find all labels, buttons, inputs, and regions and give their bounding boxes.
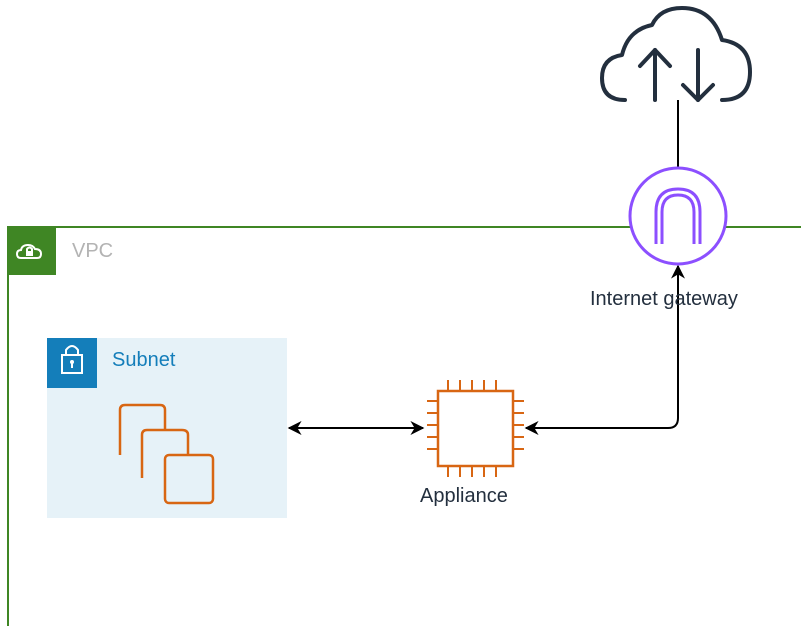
vpc-cloud-lock-icon (15, 243, 43, 259)
ec2-chip-icon[interactable] (427, 380, 524, 477)
connector-appliance-gateway[interactable] (524, 264, 685, 435)
vpc-label: VPC (72, 240, 114, 262)
internet-gateway-label: Internet gateway (590, 288, 738, 310)
padlock-icon (61, 345, 83, 374)
vpc-group[interactable] (7, 226, 801, 626)
internet-gateway-arch-icon[interactable] (628, 166, 728, 266)
subnet-group[interactable] (47, 338, 287, 518)
stacked-instances-icon (118, 403, 215, 505)
subnet-label: Subnet (112, 349, 176, 371)
appliance-label: Appliance (420, 485, 508, 507)
cloud-upload-download-icon (600, 6, 752, 102)
